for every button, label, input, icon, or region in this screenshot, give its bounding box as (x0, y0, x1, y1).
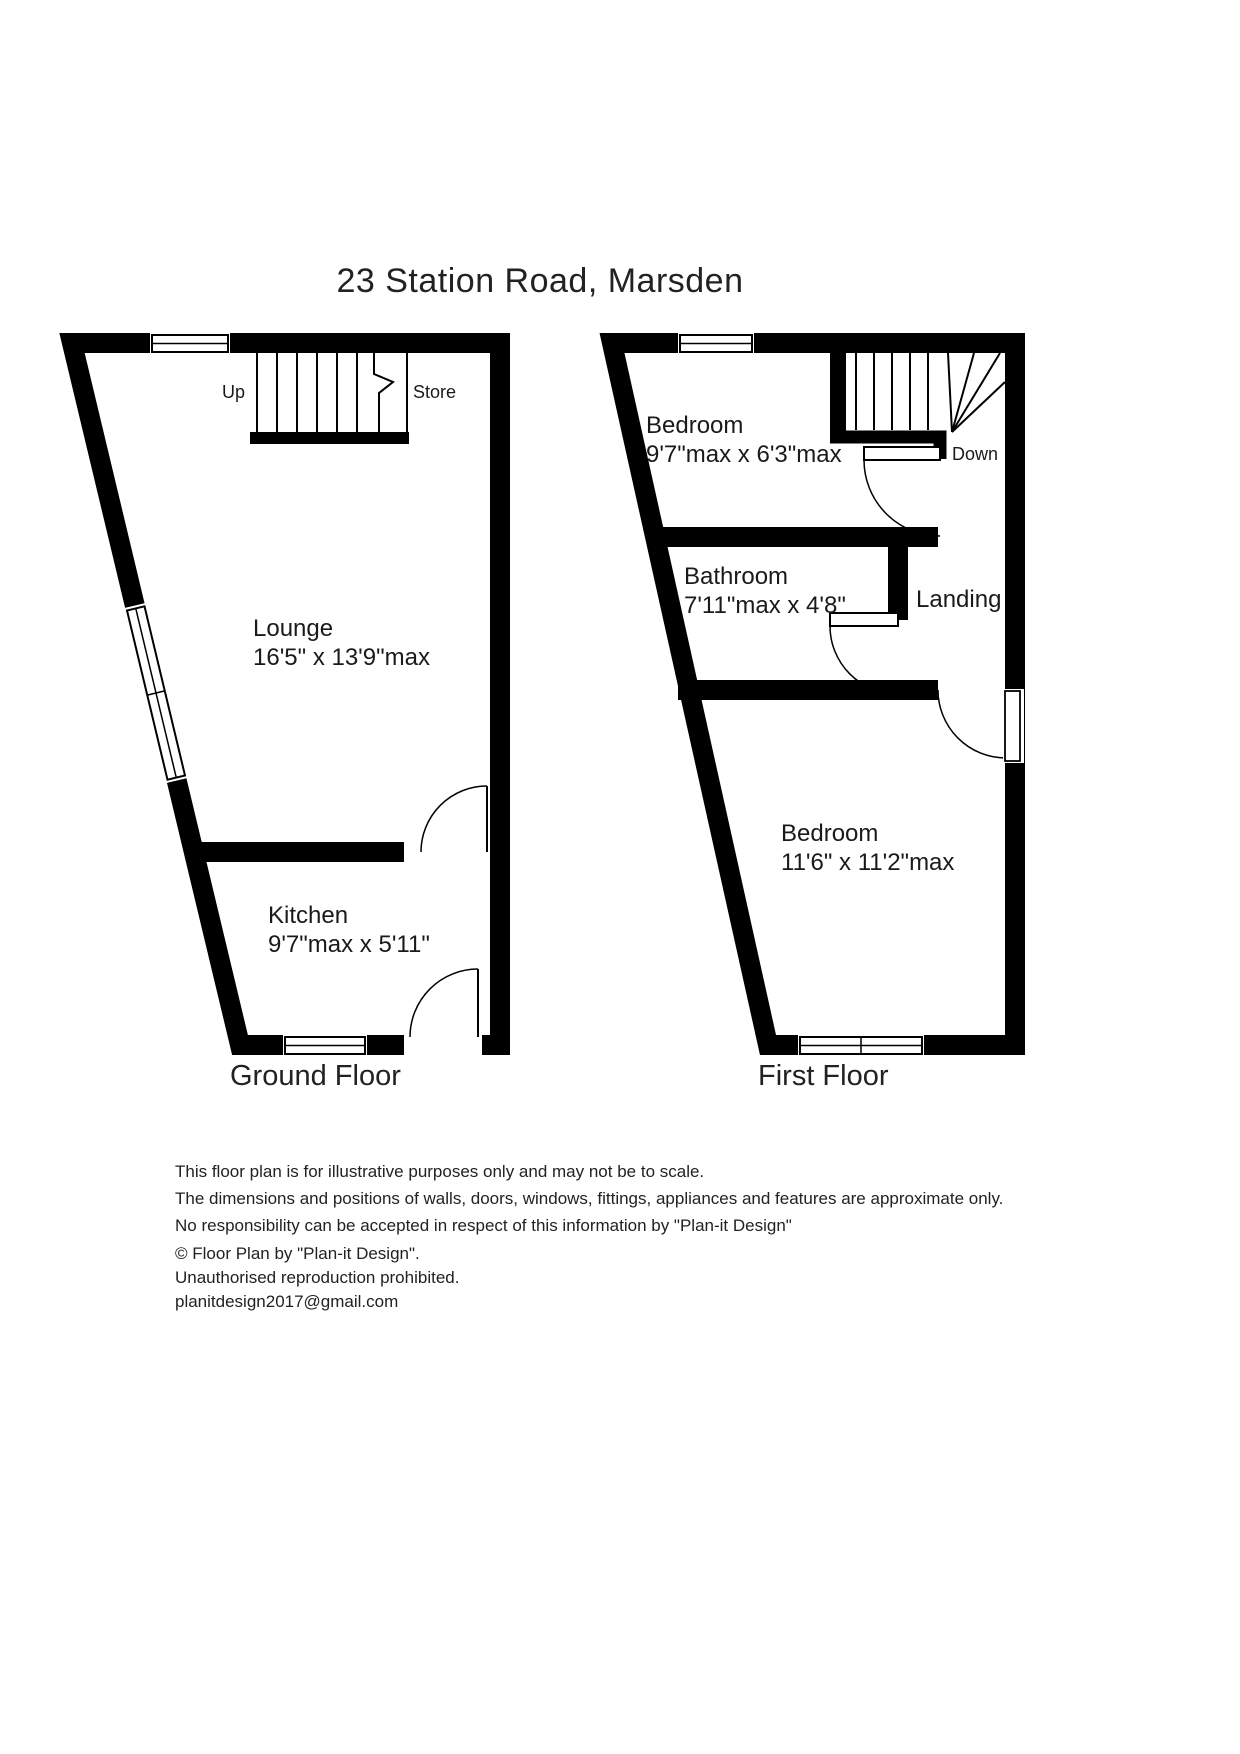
stair-break-line (373, 353, 395, 434)
rear-window-icon (283, 1033, 367, 1057)
ground-floor-outline (59, 333, 510, 1055)
side-window-icon (122, 602, 190, 784)
bedroom2-label: Bedroom 11'6" x 11'2"max (781, 819, 954, 877)
disclaimer-line: The dimensions and positions of walls, d… (175, 1189, 1004, 1208)
bathroom-label: Bathroom 7'11"max x 4'8" (684, 562, 846, 620)
room-name: Bedroom (646, 412, 744, 439)
stairs-up-label: Up (222, 382, 246, 402)
room-dimensions: 7'11"max x 4'8" (684, 592, 846, 619)
first-rear-window-icon (798, 1033, 924, 1057)
ground-floor-caption: Ground Floor (230, 1060, 401, 1092)
room-dimensions: 9'7"max x 5'11" (268, 931, 430, 958)
credit-line: Unauthorised reproduction prohibited. (175, 1268, 460, 1287)
bedroom2-door-icon (937, 689, 1024, 763)
first-front-window-icon (678, 331, 754, 355)
disclaimer: This floor plan is for illustrative purp… (175, 1158, 1003, 1239)
ground-floor-stairs (250, 353, 409, 444)
room-name: Bathroom (684, 563, 789, 590)
credit-line: planitdesign2017@gmail.com (175, 1292, 399, 1311)
bedroom1-door-icon (863, 446, 941, 537)
lounge-kitchen-door-icon (420, 785, 488, 853)
ground-floor-plan (59, 331, 510, 1057)
store-label: Store (413, 382, 457, 402)
disclaimer-line: This floor plan is for illustrative purp… (175, 1162, 705, 1181)
disclaimer-line: No responsibility can be accepted in res… (175, 1216, 792, 1235)
front-window-icon (150, 331, 230, 355)
first-floor-caption: First Floor (758, 1060, 889, 1092)
kitchen-label: Kitchen 9'7"max x 5'11" (268, 901, 430, 959)
room-dimensions: 11'6" x 11'2"max (781, 849, 955, 876)
lounge-label: Lounge 16'5" x 13'9"max (253, 614, 430, 672)
landing-label: Landing (916, 586, 1002, 613)
stairs-down-label: Down (952, 444, 999, 464)
credit-line: © Floor Plan by "Plan-it Design". (175, 1244, 420, 1263)
bathroom-door-icon (829, 612, 899, 695)
kitchen-exterior-door-icon (404, 968, 482, 1057)
room-name: Bedroom (781, 820, 879, 847)
room-dimensions: 9'7"max x 6'3"max (646, 441, 842, 468)
copyright-credit: © Floor Plan by "Plan-it Design". Unauth… (175, 1242, 459, 1314)
room-dimensions: 16'5" x 13'9"max (253, 644, 430, 671)
room-name: Lounge (253, 615, 334, 642)
bedroom1-label: Bedroom 9'7"max x 6'3"max (646, 411, 842, 469)
first-floor-plan (599, 331, 1025, 1057)
room-name: Kitchen (268, 902, 349, 929)
page-title: 23 Station Road, Marsden (336, 262, 744, 300)
